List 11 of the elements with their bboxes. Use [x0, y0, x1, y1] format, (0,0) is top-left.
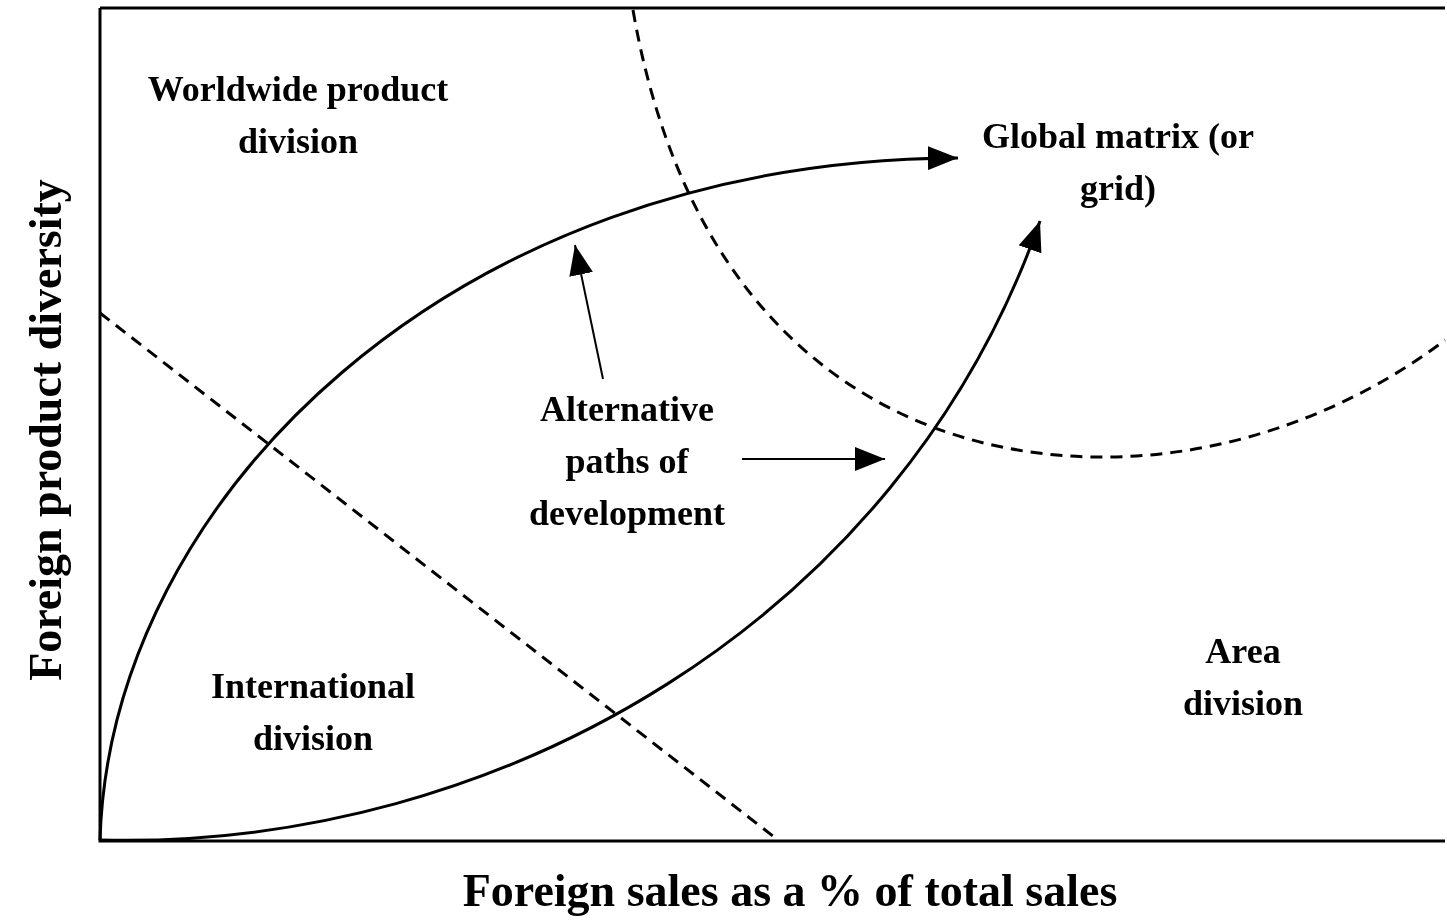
axis-title: Foreign product diversity — [18, 179, 72, 681]
region-label: Alternative paths of development — [528, 388, 726, 535]
path-arrow — [98, 147, 959, 841]
region-label: Global matrix (or grid) — [981, 115, 1255, 210]
region-label: International division — [210, 665, 416, 760]
path-arrow — [99, 220, 1042, 842]
region-label: Area division — [1181, 630, 1305, 725]
axis-title: Foreign sales as a % of total sales — [462, 863, 1118, 917]
region-label: Worldwide product division — [146, 68, 450, 163]
leader-arrow — [569, 244, 604, 380]
leader-arrow — [741, 447, 886, 471]
